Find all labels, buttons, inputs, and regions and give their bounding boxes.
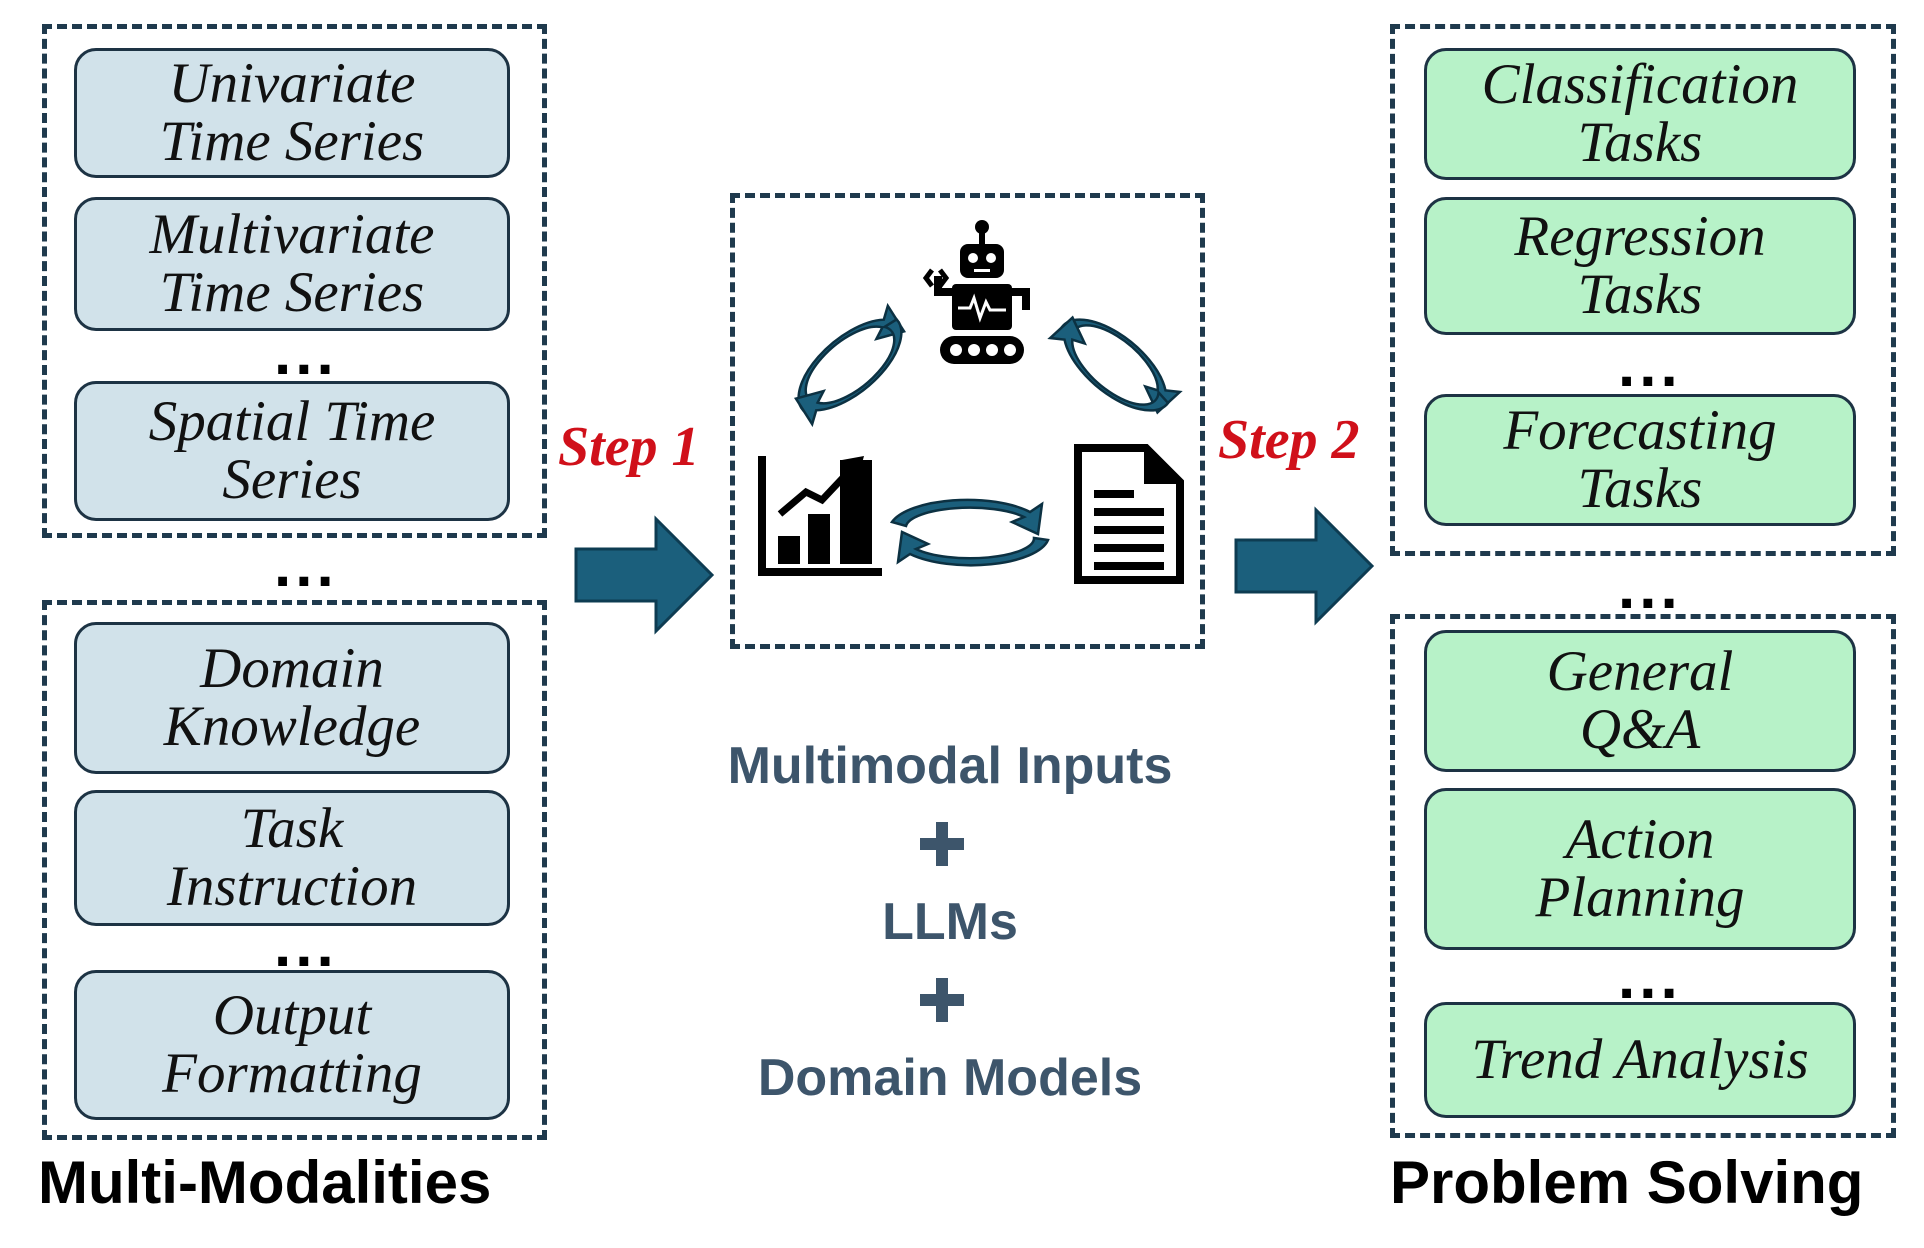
plus-icon	[920, 822, 964, 866]
center-process-box	[730, 193, 1205, 649]
plus-icon	[920, 978, 964, 1022]
box-line: Task	[240, 797, 344, 860]
input-group-time-series	[42, 24, 547, 538]
box-line: Domain	[200, 637, 384, 700]
bar-chart-icon	[758, 456, 882, 576]
box-line: Time Series	[159, 261, 425, 324]
cycle-arrows-icon	[889, 498, 1050, 567]
box-line: Tasks	[1577, 111, 1703, 174]
box-line: Trend Analysis	[1471, 1028, 1809, 1091]
box-line: Multivariate	[149, 203, 435, 266]
cycle-arrows-icon	[793, 302, 907, 428]
llms-label: LLMs	[882, 893, 1018, 951]
domain-models-label: Domain Models	[757, 1049, 1143, 1107]
box-line: Tasks	[1577, 263, 1703, 326]
box-line: Output	[212, 984, 372, 1047]
ellipsis: ...	[274, 531, 338, 600]
ellipsis: ...	[274, 911, 338, 980]
ellipsis: ...	[1618, 943, 1682, 1012]
box-line: Q&A	[1579, 698, 1701, 761]
box-line: Action	[1565, 808, 1715, 871]
ellipsis: ...	[1618, 553, 1682, 622]
ellipsis: ...	[274, 319, 338, 388]
trend-analysis-box: Trend Analysis	[1424, 1002, 1856, 1118]
right-caption: Problem Solving	[1390, 1149, 1864, 1216]
multimodal-inputs-label: Multimodal Inputs	[727, 737, 1173, 795]
left-caption: Multi-Modalities	[38, 1149, 492, 1216]
robot-icon	[922, 220, 1030, 364]
step-1-label: Step 1	[558, 416, 700, 478]
document-icon	[1074, 444, 1184, 584]
box-line: General	[1546, 640, 1734, 703]
step-2-arrow-icon	[1234, 506, 1375, 626]
box-line: Classification	[1481, 53, 1799, 116]
box-line: Time Series	[159, 110, 425, 173]
box-line: Univariate	[168, 52, 416, 115]
box-line: Tasks	[1577, 457, 1703, 520]
input-group-context	[42, 600, 547, 1140]
box-line: Spatial Time	[148, 390, 436, 453]
box-line: Formatting	[162, 1042, 422, 1105]
box-line: Planning	[1535, 866, 1745, 929]
box-line: Instruction	[166, 855, 418, 918]
cycle-arrows-icon	[1047, 315, 1183, 415]
output-group-reasoning	[1390, 614, 1896, 1138]
output-group-tasks	[1390, 24, 1896, 556]
step-1-arrow-icon	[574, 515, 715, 635]
box-line: Regression	[1514, 205, 1766, 268]
step-2-label: Step 2	[1218, 409, 1360, 471]
box-line: Series	[222, 448, 362, 511]
ellipsis: ...	[1618, 331, 1682, 400]
box-line: Knowledge	[163, 695, 421, 758]
box-line: Forecasting	[1503, 399, 1777, 462]
